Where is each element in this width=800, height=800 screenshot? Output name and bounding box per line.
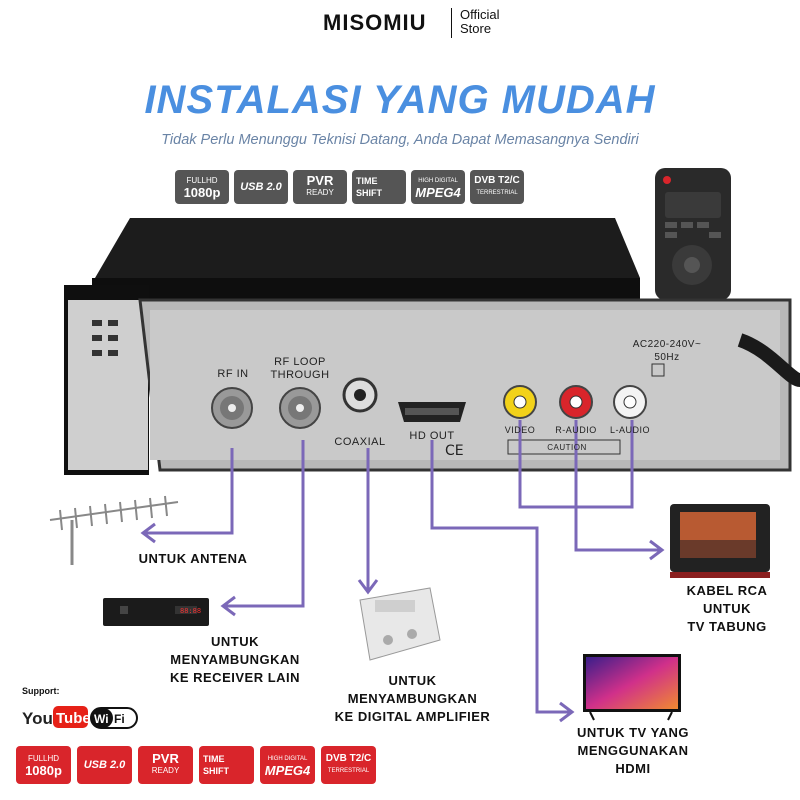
badge-red-timeshift: TIME SHIFT xyxy=(199,746,254,784)
badge-red-pvr-sub: READY xyxy=(151,766,180,775)
brand-name: MISOMIU xyxy=(323,10,427,35)
rf-loop-port xyxy=(279,387,321,429)
coaxial-port xyxy=(342,377,378,413)
badge-red-pvr: PVR READY xyxy=(138,746,193,784)
brand-tagline: Official Store xyxy=(460,8,500,36)
badge-fullhd-top: FULLHD xyxy=(186,176,218,185)
l-audio-port xyxy=(613,385,647,419)
port-label-l-audio: L-AUDIO xyxy=(609,425,650,435)
badge-dvb-sub: TERRESTRIAL xyxy=(476,190,518,196)
badge-red-fullhd-main: 1080p xyxy=(25,763,62,778)
port-label-rf-loop-2: THROUGH xyxy=(270,369,330,381)
caution-box xyxy=(507,439,621,455)
crt-tv-icon xyxy=(670,504,770,578)
badge-mpeg4-main: MPEG4 xyxy=(415,185,461,200)
badge-pvr-sub: READY xyxy=(306,188,334,197)
brand-divider xyxy=(451,8,452,38)
svg-text:88:88: 88:88 xyxy=(180,607,201,615)
amplifier-icon xyxy=(359,587,441,661)
badge-red-mpeg4: HIGH DIGITAL MPEG4 xyxy=(260,746,315,784)
badge-red-timeshift-main: TIME SHIFT xyxy=(203,754,229,776)
feature-badges-bottom: FULLHD 1080p USB 2.0 PVR READY TIME SHIF… xyxy=(16,746,376,784)
badge-usb-main: USB 2.0 xyxy=(240,181,282,193)
badge-dvb-main: DVB T2/C xyxy=(474,175,520,186)
caution-label: CAUTION xyxy=(547,443,587,452)
wifi-logo: Wi Fi xyxy=(90,707,138,729)
badge-red-dvb-main: DVB T2/C xyxy=(325,753,372,764)
svg-text:Fi: Fi xyxy=(114,712,125,726)
badge-red-usb-main: USB 2.0 xyxy=(83,759,126,771)
port-label-rf-loop-1: RF LOOP xyxy=(274,356,326,368)
badge-pvr-main: PVR xyxy=(306,173,334,188)
label-rca-2: TV TABUNG xyxy=(687,619,767,634)
label-receiver: UNTUK MENYAMBUNGKAN KE RECEIVER LAIN xyxy=(150,633,320,687)
label-amplifier-1: UNTUK MENYAMBUNGKAN xyxy=(347,673,478,706)
brand-tagline-line2: Store xyxy=(460,21,492,36)
badge-red-dvb: DVB T2/C TERRESTRIAL xyxy=(321,746,376,784)
svg-text:Tube: Tube xyxy=(56,710,91,727)
antenna-icon xyxy=(49,495,179,565)
power-rating-2: 50Hz xyxy=(654,352,680,363)
label-amplifier-2: KE DIGITAL AMPLIFIER xyxy=(334,709,491,724)
badge-dvb: DVB T2/C TERRESTRIAL xyxy=(470,170,524,204)
badge-red-pvr-main: PVR xyxy=(152,751,179,766)
feature-badges-top: FULLHD 1080p USB 2.0 PVR READY TIME SHIF… xyxy=(175,170,524,204)
badge-mpeg4: HIGH DIGITAL MPEG4 xyxy=(411,170,465,204)
headline: INSTALASI YANG MUDAH xyxy=(144,78,656,122)
label-receiver-1: UNTUK MENYAMBUNGKAN xyxy=(170,634,300,667)
remote-icon xyxy=(655,168,731,300)
power-symbol-icon xyxy=(651,363,665,377)
badge-red-dvb-sub: TERRESTRIAL xyxy=(327,768,370,774)
label-antenna: UNTUK ANTENA xyxy=(138,551,248,566)
badge-timeshift-main: TIME SHIFT xyxy=(356,176,382,198)
power-rating: AC220-240V~ 50Hz xyxy=(622,338,712,364)
subheadline: Tidak Perlu Menunggu Teknisi Datang, And… xyxy=(161,132,639,148)
badge-timeshift: TIME SHIFT xyxy=(352,170,406,204)
label-hdmi: UNTUK TV YANG MENGGUNAKAN HDMI xyxy=(558,724,708,778)
port-label-video: VIDEO xyxy=(504,425,536,435)
badge-red-fullhd-top: FULLHD xyxy=(27,754,60,763)
label-receiver-2: KE RECEIVER LAIN xyxy=(169,670,301,685)
badge-red-mpeg4-top: HIGH DIGITAL xyxy=(267,756,308,762)
receiver-body xyxy=(64,218,800,475)
port-label-rf-loop: RF LOOP THROUGH xyxy=(262,356,338,382)
badge-mpeg4-top: HIGH DIGITAL xyxy=(418,178,458,184)
port-label-rf-in: RF IN xyxy=(217,368,249,380)
ce-mark-icon: CE xyxy=(445,443,464,459)
badge-pvr: PVR READY xyxy=(293,170,347,204)
youtube-logo: You Tube xyxy=(22,706,91,728)
label-hdmi-1: UNTUK TV YANG xyxy=(577,725,689,740)
badge-red-fullhd: FULLHD 1080p xyxy=(16,746,71,784)
flat-tv-icon xyxy=(583,654,681,721)
r-audio-port xyxy=(559,385,593,419)
brand-tagline-line1: Official xyxy=(460,7,500,22)
support-label: Support: xyxy=(22,686,60,696)
rf-in-port xyxy=(211,387,253,429)
label-hdmi-2: MENGGUNAKAN HDMI xyxy=(577,743,689,776)
port-label-hd-out: HD OUT xyxy=(409,430,455,442)
badge-red-usb: USB 2.0 xyxy=(77,746,132,784)
hdmi-port xyxy=(398,402,466,422)
port-label-r-audio: R-AUDIO xyxy=(555,425,597,435)
power-rating-1: AC220-240V~ xyxy=(632,339,702,350)
port-label-coaxial: COAXIAL xyxy=(334,436,386,448)
svg-text:Wi: Wi xyxy=(94,712,109,726)
receiver-icon: 88:88 xyxy=(103,598,209,626)
label-rca: KABEL RCA UNTUK TV TABUNG xyxy=(662,582,792,636)
badge-fullhd: FULLHD 1080p xyxy=(175,170,229,204)
svg-text:You: You xyxy=(22,709,53,728)
label-rca-1: KABEL RCA UNTUK xyxy=(686,583,768,616)
label-amplifier: UNTUK MENYAMBUNGKAN KE DIGITAL AMPLIFIER xyxy=(325,672,500,726)
badge-red-mpeg4-main: MPEG4 xyxy=(264,763,311,778)
video-port xyxy=(503,385,537,419)
badge-fullhd-main: 1080p xyxy=(183,185,221,200)
badge-usb: USB 2.0 xyxy=(234,170,288,204)
connection-lines xyxy=(140,420,665,723)
